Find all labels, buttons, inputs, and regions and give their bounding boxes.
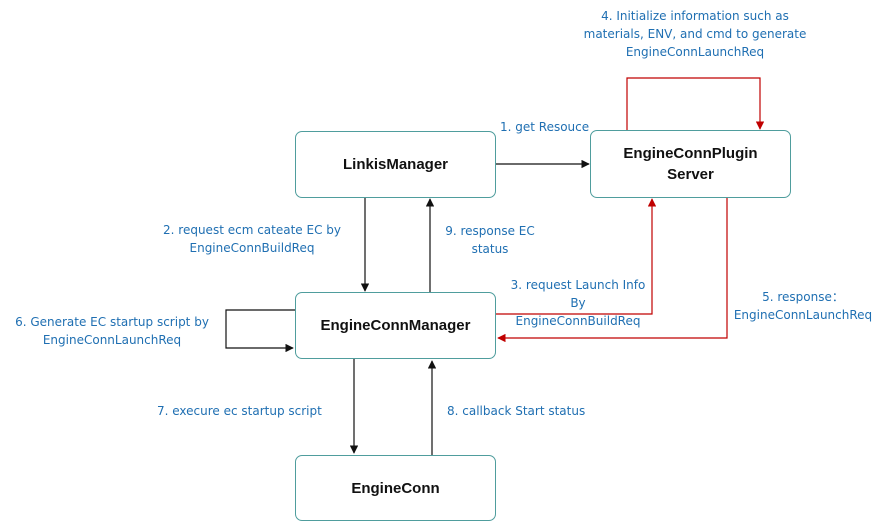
label-request-launch-info-line3: EngineConnBuildReq (515, 314, 641, 328)
label-request-launch-info-line2: By (570, 296, 586, 310)
label-generate-startup-script-line2: EngineConnLaunchReq (42, 333, 182, 347)
label-request-create-ec-line1: 2. request ecm cateate EC by (163, 223, 341, 237)
node-engineconn: EngineConn (295, 455, 496, 521)
node-linkis-manager-label: LinkisManager (342, 156, 449, 173)
node-plugin-server-label-line1: EngineConnPlugin (623, 145, 758, 162)
label-initialize-info: 4. Initialize information such as materi… (560, 7, 830, 61)
label-execute-startup-script-text: 7. execure ec startup script (157, 404, 322, 418)
label-execute-startup-script: 7. execure ec startup script (157, 402, 322, 420)
label-generate-startup-script-line1: 6. Generate EC startup script by (15, 315, 209, 329)
label-initialize-info-line3: EngineConnLaunchReq (625, 45, 765, 59)
arrow-response-launch-req (497, 198, 728, 343)
label-request-launch-info: 3. request Launch Info By EngineConnBuil… (498, 276, 658, 330)
label-initialize-info-line1: 4. Initialize information such as (601, 9, 789, 23)
arrow-request-launch-info (496, 198, 657, 315)
node-plugin-server-label-line2: Server (667, 166, 714, 183)
label-response-ec-status: 9. response EC status (435, 222, 545, 258)
label-request-create-ec: 2. request ecm cateate EC by EngineConnB… (152, 221, 352, 257)
label-response-launch-req-line2: EngineConnLaunchReq (733, 308, 873, 322)
node-engineconn-plugin-server: EngineConnPlugin Server (590, 130, 791, 198)
label-response-launch-req: 5. response： EngineConnLaunchReq (726, 288, 880, 324)
node-engineconn-label: EngineConn (351, 479, 440, 497)
label-request-launch-info-line1: 3. request Launch Info (510, 278, 646, 292)
label-response-ec-status-line1: 9. response EC (445, 224, 535, 238)
label-callback-start-status: 8. callback Start status (447, 402, 585, 420)
node-linkis-manager: LinkisManager (295, 131, 496, 198)
node-engineconn-manager-label: EngineConnManager (320, 317, 471, 334)
label-callback-start-status-text: 8. callback Start status (447, 404, 586, 418)
node-engineconn-manager: EngineConnManager (295, 292, 496, 359)
label-generate-startup-script: 6. Generate EC startup script by EngineC… (2, 313, 222, 349)
label-get-resource: 1. get Resouce (500, 118, 589, 136)
label-response-ec-status-line2: status (471, 242, 509, 256)
label-response-launch-req-line1: 5. response： (762, 290, 844, 304)
arrow-generate-startup-script (225, 309, 296, 353)
arrow-initialize-loop (626, 77, 765, 130)
label-initialize-info-line2: materials, ENV, and cmd to generate (583, 27, 807, 41)
label-request-create-ec-line2: EngineConnBuildReq (189, 241, 315, 255)
label-get-resource-text: 1. get Resouce (500, 120, 590, 134)
